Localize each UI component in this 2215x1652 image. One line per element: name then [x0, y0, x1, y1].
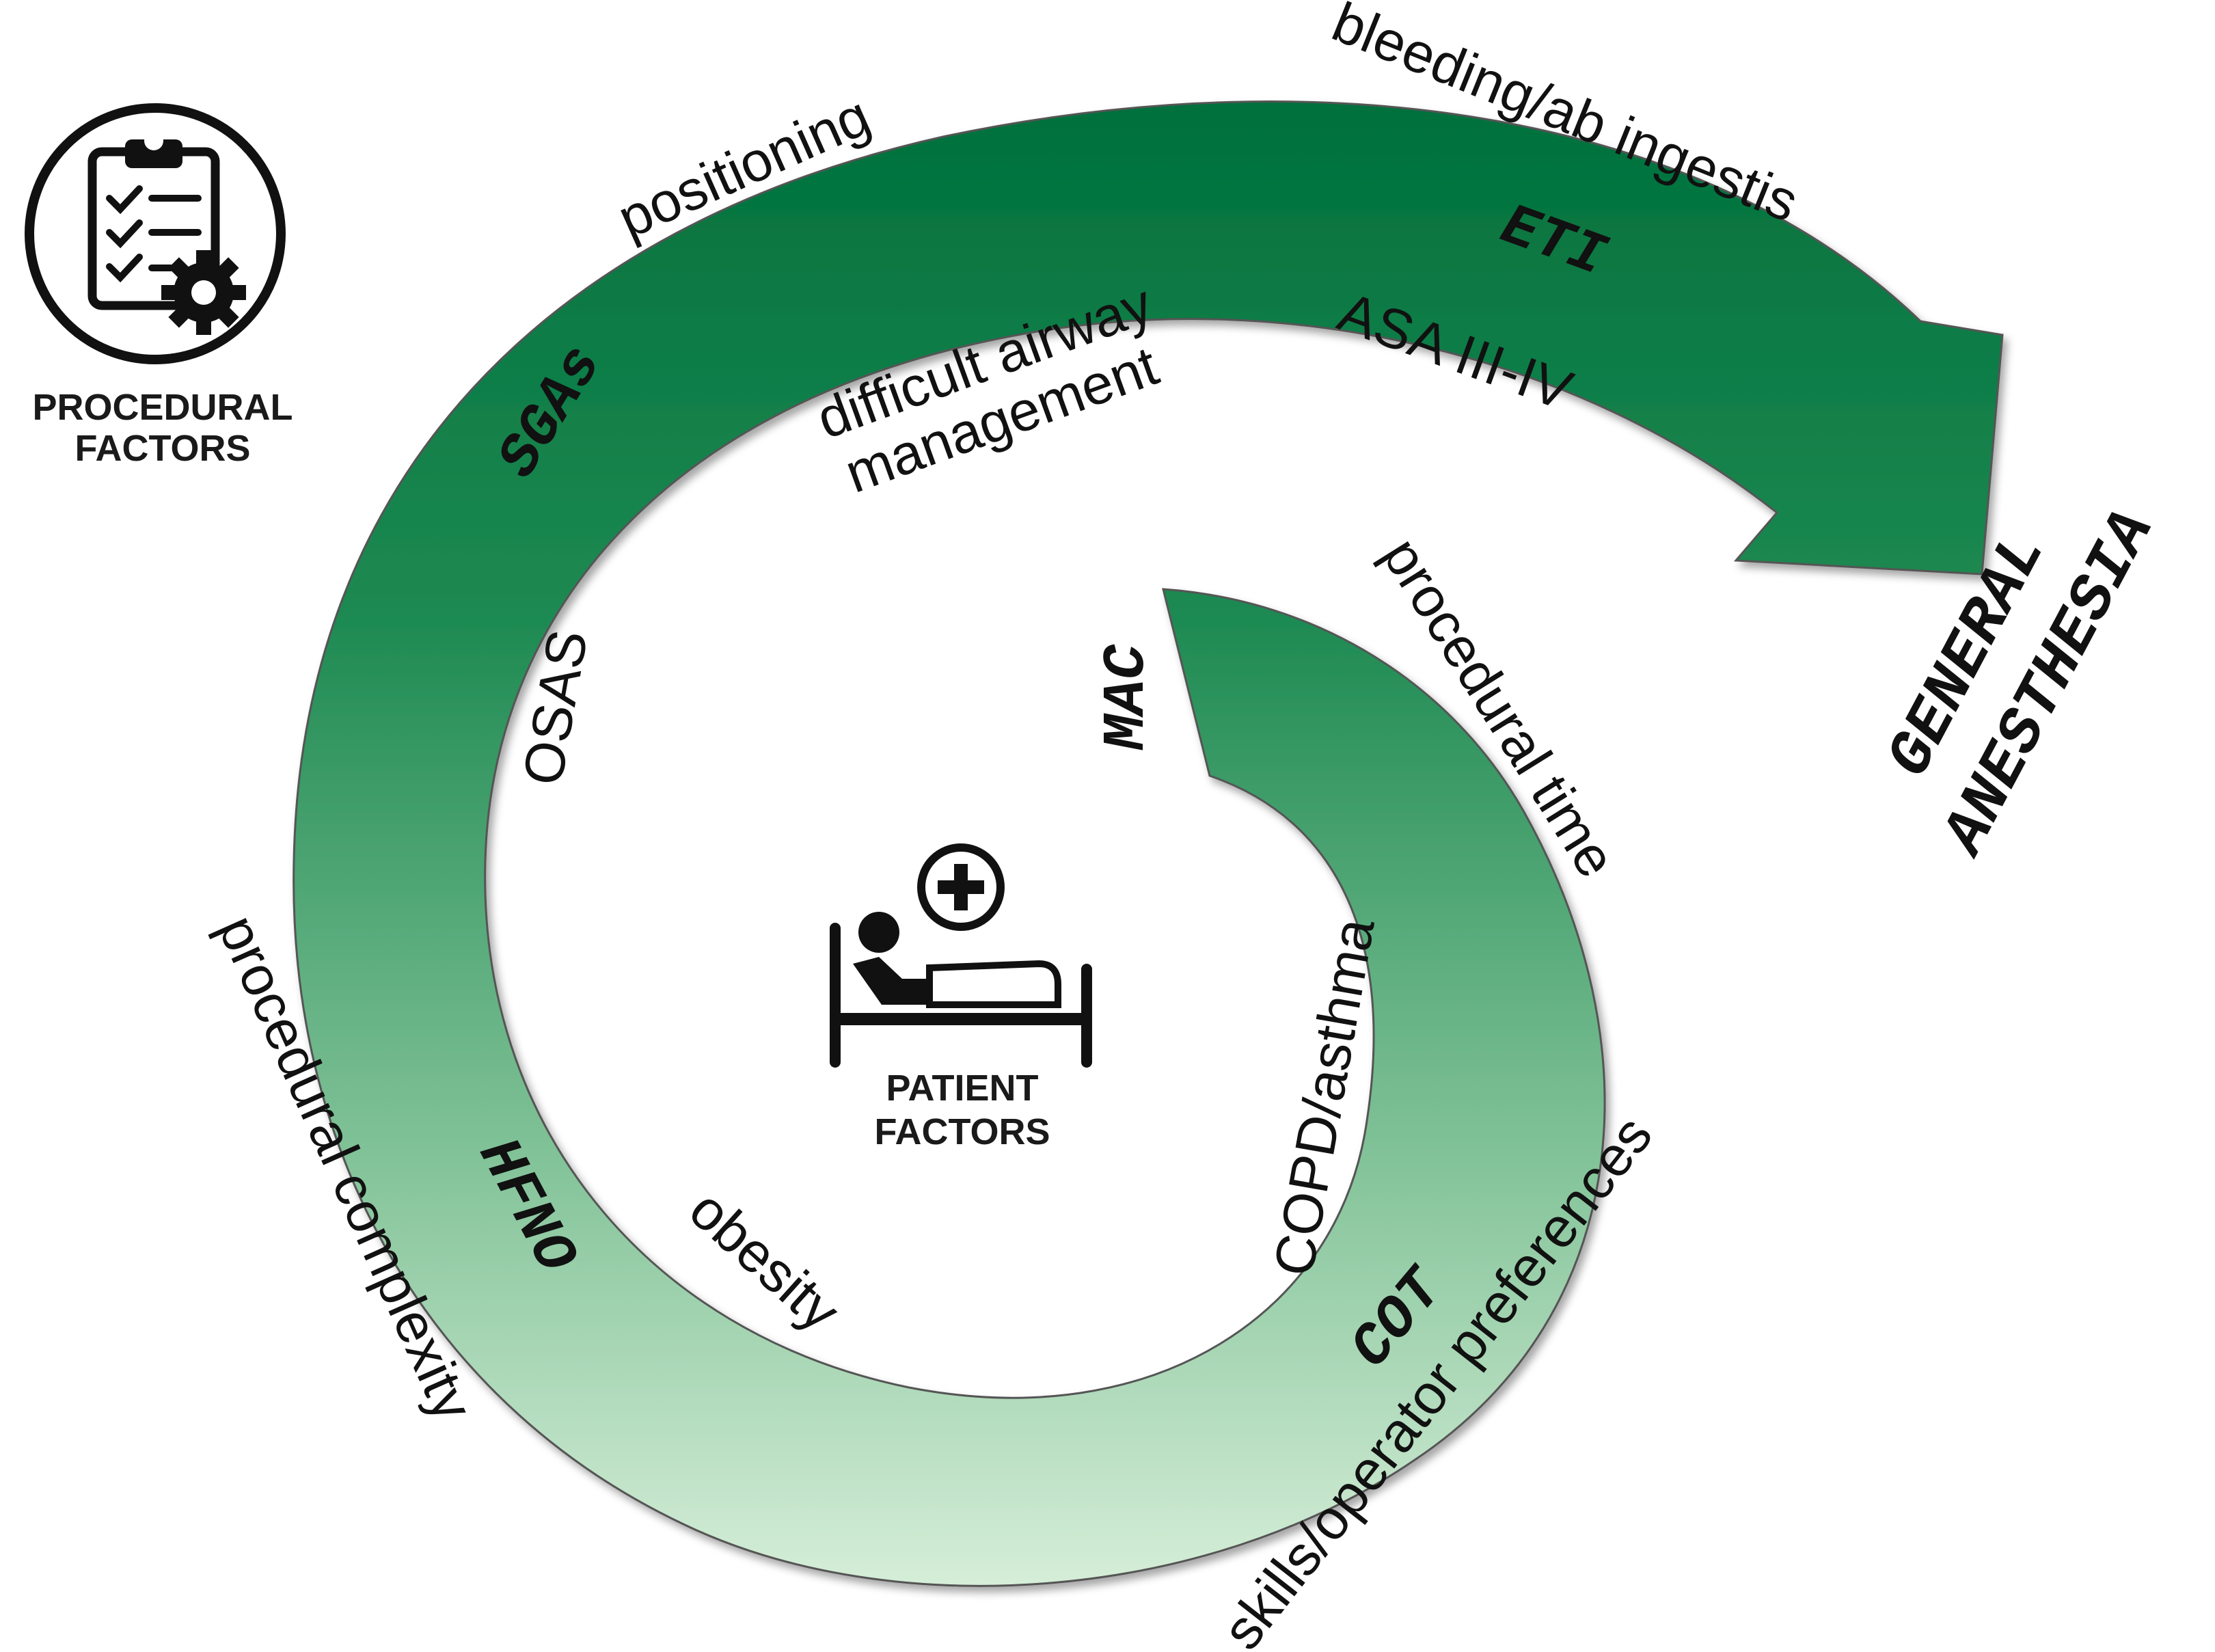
patient-in-bed-icon [830, 843, 1092, 1068]
patient-factors-label-1: PATIENT [886, 1068, 1039, 1109]
patient-factors-label-2: FACTORS [874, 1111, 1050, 1152]
mac-label: MAC [1093, 644, 1160, 750]
spiral-arrow [293, 100, 2004, 1587]
clipboard-checklist-gear-icon [25, 103, 286, 364]
procedural-factors-label-2: FACTORS [74, 428, 250, 469]
procedural-factors-label-1: PROCEDURAL [32, 387, 293, 428]
